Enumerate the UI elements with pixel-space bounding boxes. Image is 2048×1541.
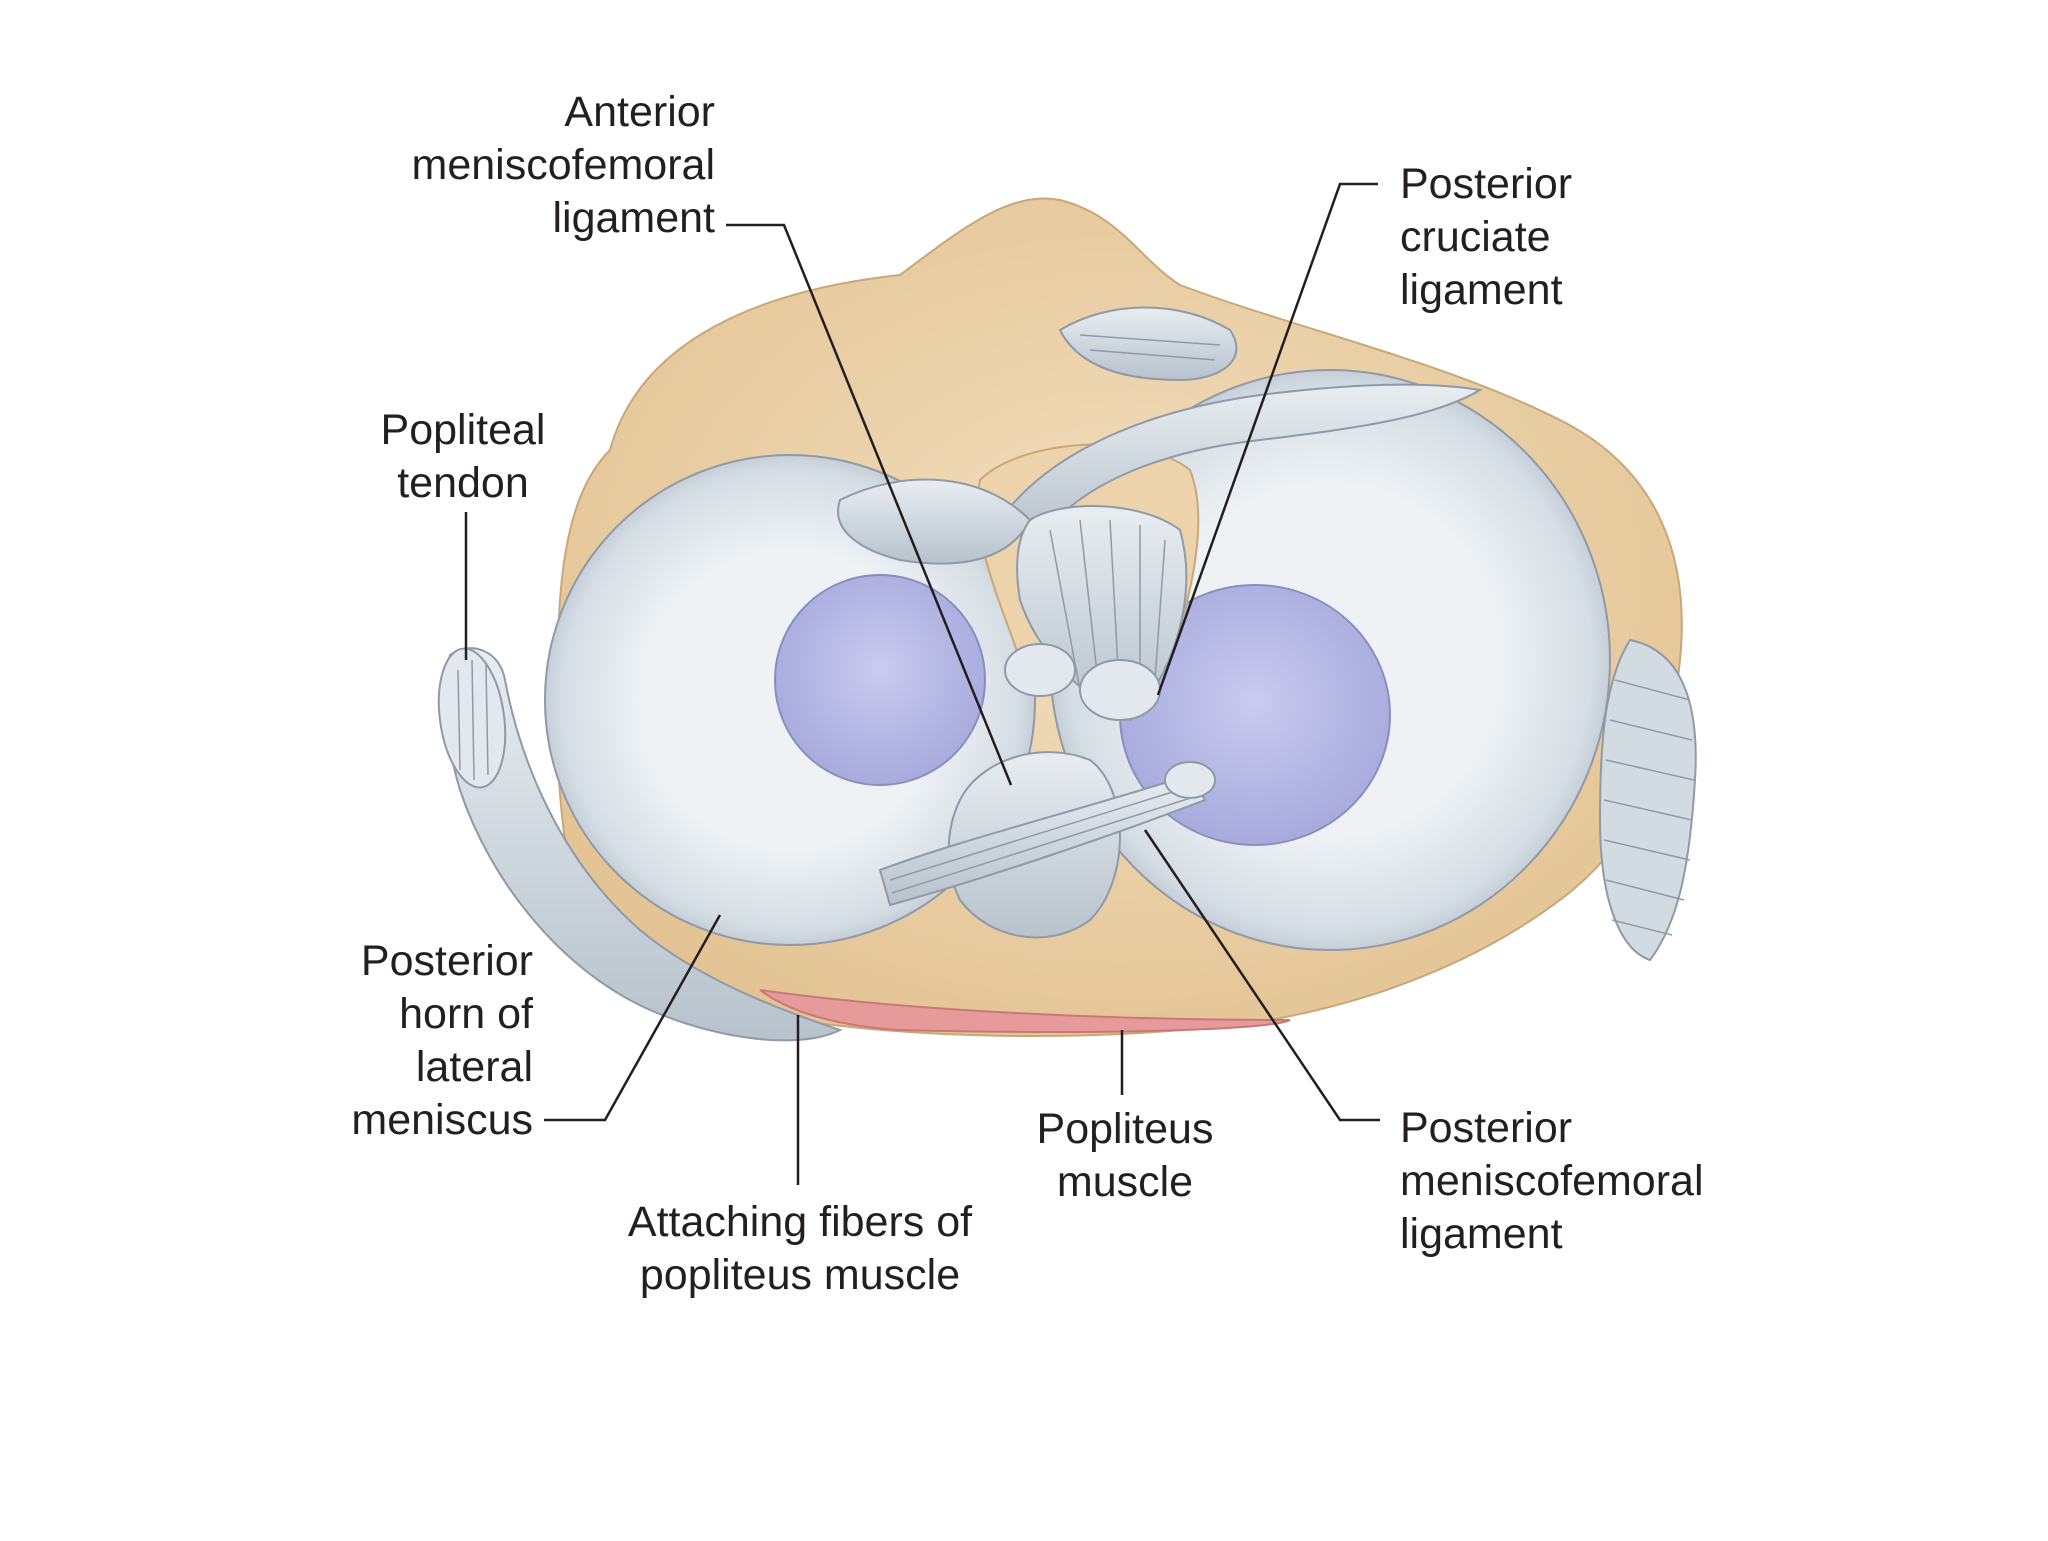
label-line: ligament <box>1400 1210 1563 1258</box>
leader-pcl <box>1156 182 1378 696</box>
label-popliteus-muscle: Popliteus muscle <box>1010 1103 1240 1209</box>
leader-lines <box>464 182 1380 1185</box>
acl-stub <box>1058 306 1238 382</box>
label-pcl: Posterior cruciate ligament <box>1400 158 1572 317</box>
label-line: ligament <box>1400 266 1563 314</box>
label-popliteal-tendon: Popliteal tendon <box>363 404 563 510</box>
label-line: Popliteus <box>1036 1105 1214 1153</box>
label-line: meniscus <box>351 1096 533 1144</box>
label-posterior-horn: Posterior horn of lateral meniscus <box>300 935 533 1147</box>
label-line: tendon <box>397 459 529 507</box>
label-line: muscle <box>1056 1158 1194 1206</box>
label-line: Posterior <box>1400 160 1573 208</box>
lateral-tibial-cartilage <box>774 574 986 786</box>
collateral-fiber-lines <box>1603 679 1695 936</box>
label-line: Popliteal <box>380 406 546 454</box>
leader-anterior-mfl <box>726 223 1013 786</box>
anterior-lateral-band <box>837 478 1032 565</box>
collateral-fibers <box>1598 638 1697 962</box>
label-attaching-fibers: Attaching fibers of popliteus muscle <box>600 1196 1000 1302</box>
mfl-cut-end <box>1164 761 1216 799</box>
label-line: meniscofemoral <box>1400 1157 1704 1205</box>
label-posterior-mfl: Posterior meniscofemoral ligament <box>1400 1102 1704 1261</box>
label-line: meniscofemoral <box>411 141 716 189</box>
leader-posterior-horn <box>544 914 722 1122</box>
amfl-cut-end <box>1004 643 1076 697</box>
label-line: Attaching fibers of <box>627 1198 973 1246</box>
label-line: Posterior <box>360 937 533 985</box>
label-line: horn of <box>399 990 533 1038</box>
pcl-cut-end <box>1079 659 1161 721</box>
label-line: cruciate <box>1400 213 1551 261</box>
popliteus-muscle-band <box>759 989 1291 1033</box>
popliteal-tendon-cut-end <box>437 647 507 789</box>
label-anterior-mfl: Anterior meniscofemoral ligament <box>370 86 870 245</box>
anterior-horn-band <box>998 383 1483 542</box>
label-line: ligament <box>552 194 715 242</box>
label-line: lateral <box>415 1043 533 1091</box>
label-line: popliteus muscle <box>639 1251 961 1299</box>
label-line: Anterior <box>564 88 715 136</box>
leader-posterior-mfl <box>1143 829 1380 1122</box>
label-line: Posterior <box>1400 1104 1573 1152</box>
